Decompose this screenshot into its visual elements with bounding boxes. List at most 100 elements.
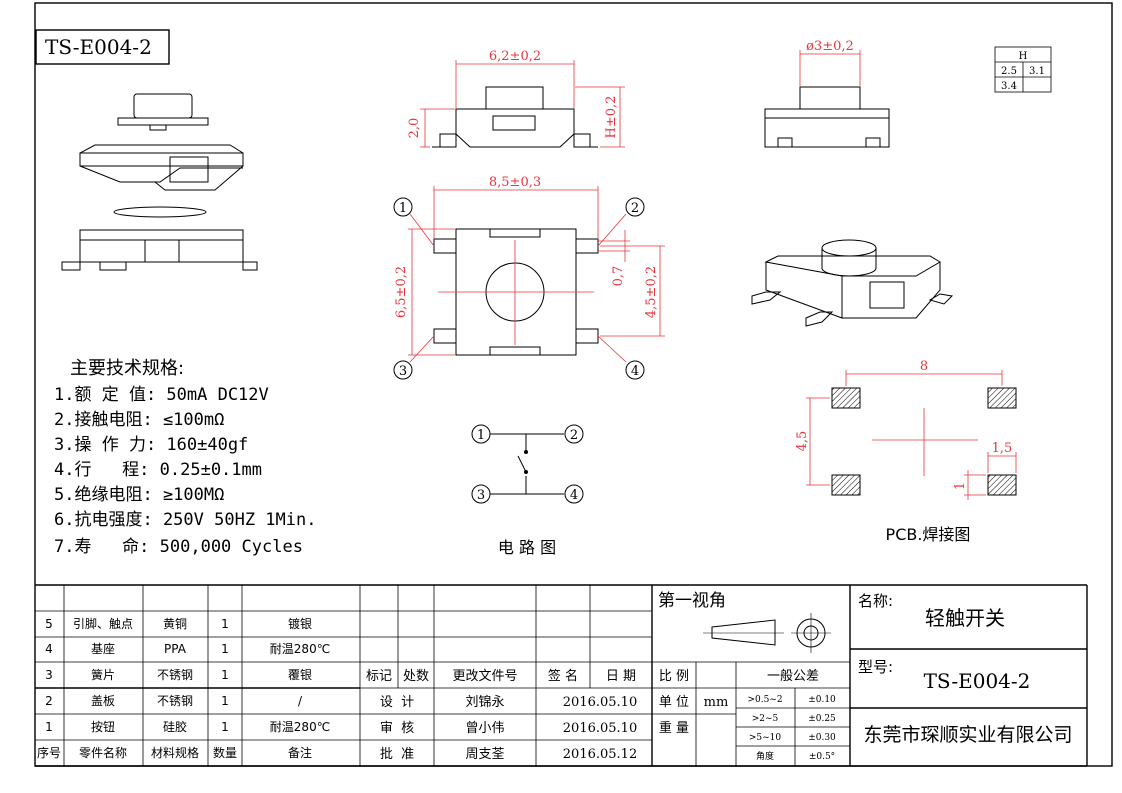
circuit-diagram bbox=[471, 424, 584, 504]
bom-cell: 2 bbox=[45, 694, 53, 708]
bom-cell: 耐温280℃ bbox=[270, 642, 330, 656]
pcb-dims bbox=[806, 370, 1017, 500]
title-block-grid bbox=[35, 584, 1088, 767]
signoff-table: 设 计 刘锦永 2016.05.10 审 核 曾小伟 2016.05.10 批 … bbox=[380, 695, 637, 762]
projection-symbol bbox=[703, 613, 831, 653]
unit-label: 单 位 bbox=[659, 695, 689, 710]
bom-cell: 不锈钢 bbox=[157, 668, 193, 682]
projection-label: 第一视角 bbox=[658, 591, 726, 611]
bom-cell: PPA bbox=[164, 642, 187, 656]
pcb-dim-pad: 1,5 bbox=[992, 441, 1013, 456]
unit-value: mm bbox=[704, 695, 729, 710]
bom-cell: 5 bbox=[45, 617, 53, 631]
dim-body-height: 6,5±0,2 bbox=[394, 266, 409, 318]
bom-cell: 4 bbox=[45, 642, 53, 656]
bom-cell: 1 bbox=[221, 642, 229, 656]
signoff-date: 2016.05.12 bbox=[563, 747, 637, 762]
bom-cell: 1 bbox=[221, 668, 229, 682]
exploded-view bbox=[61, 93, 258, 271]
spec-item: 4.行 程: 0.25±0.1mm bbox=[54, 460, 262, 480]
front-view-dims bbox=[420, 60, 625, 148]
bom-cell: 镀银 bbox=[288, 617, 312, 631]
signoff-role: 批 准 bbox=[380, 747, 414, 762]
signoff-name: 曾小伟 bbox=[465, 721, 504, 736]
bom-cell: 引脚、触点 bbox=[73, 616, 133, 631]
signoff-date: 2016.05.10 bbox=[563, 695, 637, 710]
spec-item: 6.抗电强度: 250V 50HZ 1Min. bbox=[54, 510, 316, 530]
h-table bbox=[994, 46, 1052, 93]
pin-label: 3 bbox=[399, 364, 407, 379]
circuit-pin: 3 bbox=[477, 488, 485, 503]
spec-item: 5.绝缘电阻: ≥100MΩ bbox=[54, 485, 224, 505]
bom-cell: 1 bbox=[45, 720, 53, 734]
tolerance-value: ±0.30 bbox=[808, 733, 836, 743]
revision-header: 签 名 bbox=[548, 668, 578, 684]
bom-cell: 黄铜 bbox=[163, 616, 187, 631]
bom-cell: 不锈钢 bbox=[157, 694, 193, 708]
h-table-value: 3.4 bbox=[1001, 81, 1017, 92]
bom-cell: 耐温280℃ bbox=[270, 720, 330, 734]
signoff-role: 设 计 bbox=[380, 695, 414, 710]
dim-top-width: 6,2±0,2 bbox=[489, 49, 541, 64]
dim-body-width: 8,5±0,3 bbox=[489, 175, 541, 190]
bom-cell: 3 bbox=[45, 668, 53, 682]
dim-height-right: H±0,2 bbox=[604, 96, 619, 139]
tolerance-range: >5~10 bbox=[749, 733, 782, 743]
side-view-dims bbox=[799, 50, 861, 86]
revision-table: 标记 处数 更改文件号 签 名 日 期 bbox=[366, 668, 636, 684]
revision-header: 标记 bbox=[366, 669, 392, 684]
bom-cell: 1 bbox=[221, 694, 229, 708]
part-number-box: TS-E004-2 bbox=[35, 29, 170, 65]
pcb-dim-height: 4,5 bbox=[795, 431, 810, 452]
revision-header: 日 期 bbox=[606, 669, 636, 684]
specs-title: 主要技术规格: bbox=[70, 358, 184, 379]
model-label: 型号: bbox=[858, 658, 893, 676]
model-value: TS-E004-2 bbox=[924, 669, 1031, 693]
bom-header: 备注 bbox=[288, 745, 312, 760]
spec-item: 3.操 作 力: 160±40gf bbox=[54, 435, 248, 455]
pcb-layout bbox=[831, 387, 1017, 496]
signoff-name: 刘锦永 bbox=[465, 695, 504, 710]
tolerance-table: >0.5~2 ±0.10 >2~5 ±0.25 >5~10 ±0.30 角度 ±… bbox=[747, 695, 836, 762]
spec-item: 7.寿 命: 500,000 Cycles bbox=[54, 537, 303, 557]
bom-header: 序号 bbox=[37, 745, 61, 760]
part-number: TS-E004-2 bbox=[45, 35, 152, 59]
tolerance-range: >2~5 bbox=[752, 714, 779, 724]
bom-cell: 硅胶 bbox=[163, 719, 187, 734]
pin-label: 2 bbox=[631, 201, 639, 216]
bom-cell: 基座 bbox=[91, 641, 115, 656]
tolerance-value: ±0.10 bbox=[808, 695, 836, 705]
dim-cap-diameter: ø3±0,2 bbox=[806, 39, 854, 54]
circuit-label: 电 路 图 bbox=[498, 538, 556, 557]
revision-header: 处数 bbox=[403, 669, 429, 684]
plan-view-dims bbox=[408, 186, 665, 363]
dim-height-left: 2,0 bbox=[407, 118, 422, 139]
h-table-header: H bbox=[1019, 51, 1028, 62]
pin-label: 4 bbox=[631, 364, 639, 379]
tolerance-value: ±0.25 bbox=[808, 714, 836, 724]
bom-cell: 1 bbox=[221, 720, 229, 734]
signoff-name: 周支荃 bbox=[465, 747, 504, 762]
dim-pin-span: 4,5±0,2 bbox=[644, 266, 659, 318]
front-view bbox=[432, 86, 598, 148]
name-label: 名称: bbox=[858, 592, 893, 610]
tolerance-range: >0.5~2 bbox=[747, 695, 782, 705]
bom-table: 5 引脚、触点 黄铜 1 镀银 4 基座 PPA 1 耐温280℃ 3 簧片 不… bbox=[37, 616, 330, 760]
h-table-value: 2.5 bbox=[1001, 66, 1017, 77]
dim-pin-width: 0,7 bbox=[611, 266, 626, 287]
circuit-pin: 2 bbox=[570, 428, 578, 443]
spec-item: 2.接触电阻: ≤100mΩ bbox=[54, 410, 224, 430]
pcb-dim-gap: 1 bbox=[953, 482, 968, 490]
bom-cell: 1 bbox=[221, 617, 229, 631]
bom-header: 材料规格 bbox=[151, 745, 199, 760]
signoff-role: 审 核 bbox=[380, 721, 414, 736]
circuit-pin: 4 bbox=[570, 488, 578, 503]
tolerance-value: ±0.5° bbox=[809, 752, 835, 762]
signoff-date: 2016.05.10 bbox=[563, 721, 637, 736]
circuit-pin: 1 bbox=[477, 428, 485, 443]
bom-cell: 簧片 bbox=[91, 667, 115, 682]
bom-cell: 覆银 bbox=[288, 668, 312, 682]
company-name: 东莞市琛顺实业有限公司 bbox=[863, 724, 1072, 746]
product-name: 轻触开关 bbox=[925, 606, 1005, 630]
